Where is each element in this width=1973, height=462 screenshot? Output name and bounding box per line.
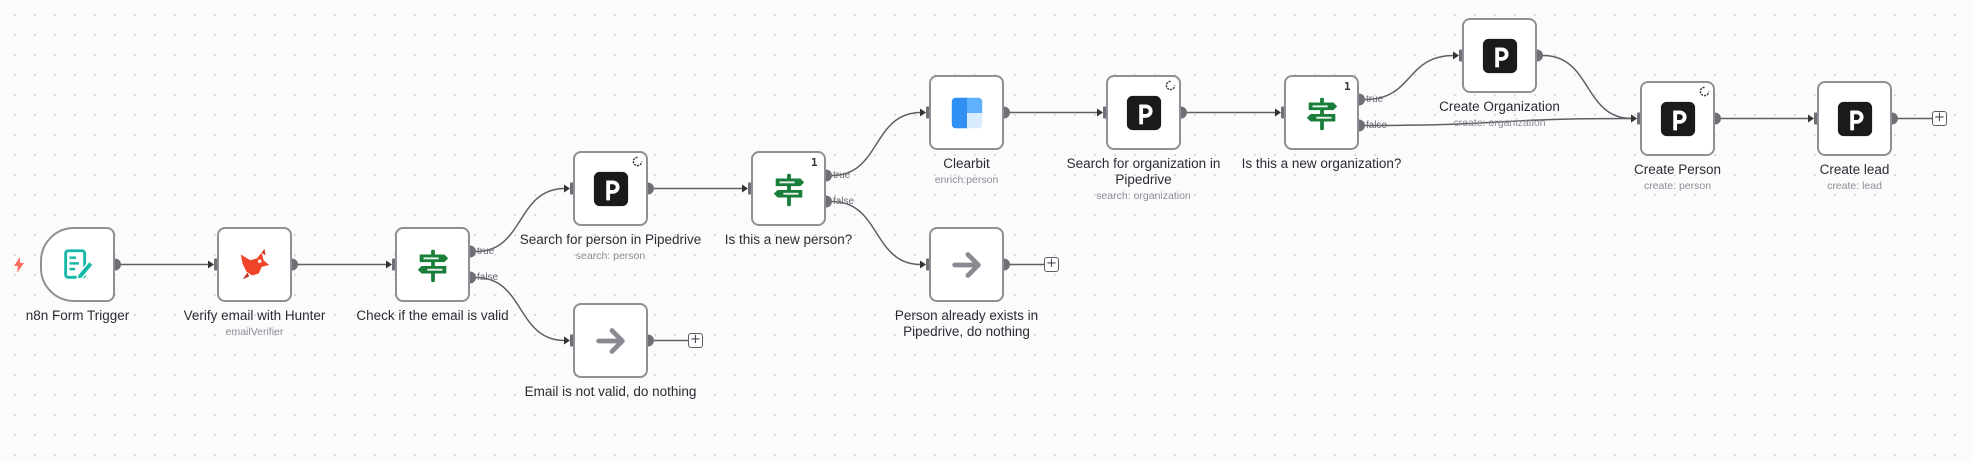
node-person-exists[interactable] (929, 227, 1004, 302)
output-label-true: true (833, 169, 851, 181)
node-label: n8n Form Trigger (25, 308, 130, 323)
arrow-right-icon (951, 251, 981, 278)
connection-arrowhead (1275, 108, 1281, 117)
clearbit-icon (951, 97, 982, 128)
node-label: Is this a new organization? (1241, 156, 1402, 171)
connection-arrowhead (386, 260, 392, 269)
node-label: Person already exists in Pipedrive, do n… (894, 308, 1039, 339)
node-search-org[interactable] (1106, 75, 1181, 150)
connection-arrowhead (1097, 108, 1103, 117)
connection-check-email-to-search-person[interactable] (475, 187, 566, 253)
connection-arrowhead (1808, 114, 1814, 123)
retry-icon (1699, 86, 1710, 97)
node-hunter[interactable] (217, 227, 292, 302)
connection-arrowhead (1453, 51, 1459, 60)
pipedrive-icon (593, 171, 628, 206)
connection-check-email-to-email-invalid[interactable] (475, 276, 566, 342)
add-node-button[interactable]: + (688, 333, 703, 348)
node-subtitle: create: organization (1453, 117, 1546, 129)
node-new-org[interactable] (1284, 75, 1359, 150)
output-label-true: true (477, 245, 495, 257)
node-check-email[interactable] (395, 227, 470, 302)
node-label: Check if the email is valid (356, 308, 509, 323)
connection-create-org-to-create-person[interactable] (1542, 54, 1633, 120)
signpost-icon (773, 173, 804, 206)
output-label-false: false (833, 195, 855, 207)
connection-new-person-to-person-exists[interactable] (831, 200, 922, 266)
signpost-icon (1306, 97, 1337, 130)
node-label: Email is not valid, do nothing (524, 384, 697, 399)
node-label: Create Organization (1439, 99, 1560, 114)
node-subtitle: create: lead (1827, 180, 1882, 192)
hunter-fox-icon (240, 248, 269, 279)
node-subtitle: emailVerifier (225, 326, 284, 338)
node-label: Search for organization in Pipedrive (1066, 156, 1221, 187)
connection-new-person-to-clearbit[interactable] (831, 111, 922, 177)
add-node-button[interactable]: + (1932, 111, 1947, 126)
output-label-false: false (1366, 119, 1388, 131)
arrow-right-icon (595, 327, 625, 354)
node-subtitle: create: person (1643, 180, 1712, 192)
connection-arrowhead (1631, 114, 1637, 123)
node-label: Clearbit (943, 156, 990, 171)
node-create-lead[interactable] (1817, 81, 1892, 156)
node-label: Is this a new person? (724, 232, 853, 247)
output-label-false: false (477, 271, 499, 283)
node-create-org[interactable] (1462, 18, 1537, 93)
node-subtitle: search: organization (1096, 190, 1191, 202)
trigger-bolt-icon (14, 256, 24, 273)
connection-new-org-to-create-org[interactable] (1364, 54, 1455, 101)
node-new-person[interactable] (751, 151, 826, 226)
node-label: Create Person (1633, 162, 1722, 177)
node-label: Create lead (1819, 162, 1890, 177)
pipedrive-icon (1660, 101, 1695, 136)
connection-new-org-to-create-person[interactable] (1364, 117, 1633, 127)
node-clearbit[interactable] (929, 75, 1004, 150)
signpost-icon (417, 249, 448, 282)
pipedrive-icon (1482, 38, 1517, 73)
pipedrive-icon (1837, 101, 1872, 136)
node-subtitle: enrich:person (934, 174, 999, 186)
node-search-person[interactable] (573, 151, 648, 226)
connection-arrowhead (920, 108, 926, 117)
retry-icon (632, 156, 643, 167)
connection-arrowhead (564, 336, 570, 345)
node-trigger[interactable] (40, 227, 115, 302)
form-icon (63, 248, 94, 280)
connection-arrowhead (208, 260, 214, 269)
node-email-invalid[interactable] (573, 303, 648, 378)
retry-icon (1165, 80, 1176, 91)
connection-arrowhead (564, 184, 570, 193)
node-create-person[interactable] (1640, 81, 1715, 156)
add-node-button[interactable]: + (1044, 257, 1059, 272)
connection-arrowhead (920, 260, 926, 269)
node-label: Verify email with Hunter (183, 308, 326, 323)
node-label: Search for person in Pipedrive (519, 232, 702, 247)
run-count-badge: 1 (1344, 80, 1351, 93)
connection-arrowhead (742, 184, 748, 193)
output-label-true: true (1366, 93, 1384, 105)
run-count-badge: 1 (811, 156, 818, 169)
pipedrive-icon (1126, 95, 1161, 130)
node-subtitle: search: person (575, 250, 646, 262)
